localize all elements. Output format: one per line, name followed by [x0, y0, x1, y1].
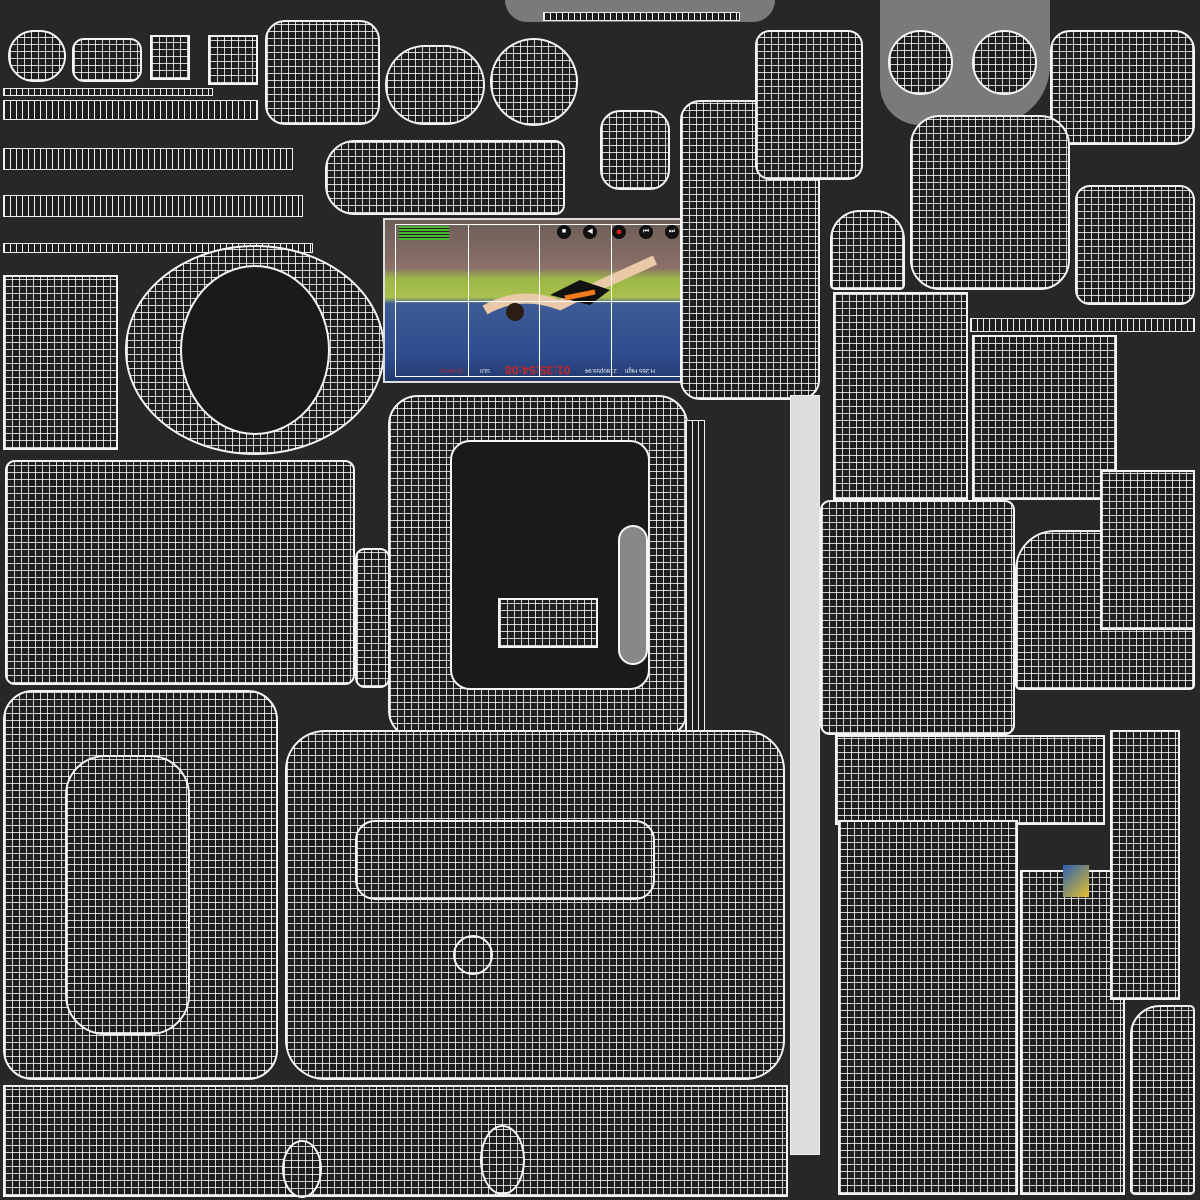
uv-strip: [685, 420, 705, 740]
uv-island: [325, 140, 565, 215]
skip-forward-button[interactable]: ⏭: [665, 225, 679, 239]
uv-island: [498, 598, 598, 648]
uv-strip: [3, 148, 293, 170]
uv-island: [480, 1125, 525, 1195]
uv-island: [833, 292, 968, 500]
uv-island: [910, 115, 1070, 290]
uv-strip: [3, 88, 213, 96]
uv-island: [1020, 870, 1125, 1195]
uv-island: [835, 735, 1105, 825]
uv-island: [1130, 1005, 1195, 1195]
uv-long-strip: [790, 395, 820, 1155]
uv-island: [888, 30, 953, 95]
uv-island: [72, 38, 142, 82]
uv-island: [830, 210, 905, 290]
uv-island: [1075, 185, 1195, 305]
codec-label: H.265 High: [625, 367, 656, 373]
uv-island: [618, 525, 648, 665]
uv-island: [8, 30, 66, 82]
uv-island: [1110, 730, 1180, 1000]
uv-island: [5, 460, 355, 685]
uv-strip: [3, 100, 258, 120]
uv-island: [355, 820, 655, 900]
uv-island: [820, 500, 1015, 735]
record-button[interactable]: ●: [612, 225, 626, 239]
uv-island: [972, 335, 1117, 500]
timecode: 01:35:54:08: [505, 363, 571, 377]
uv-strip: [3, 195, 303, 217]
uv-island: [355, 548, 390, 688]
athlete-image: [482, 255, 658, 321]
stop-button[interactable]: ■: [557, 225, 571, 239]
uv-island: [3, 275, 118, 450]
uv-strip: [543, 12, 740, 21]
color-swatch: [1063, 865, 1089, 897]
uv-island: [285, 730, 785, 1080]
uv-cutout: [450, 440, 650, 690]
uv-island: [600, 110, 670, 190]
source-label: SDI: [480, 367, 491, 373]
uv-strip: [970, 318, 1195, 332]
uv-island: [282, 1140, 322, 1198]
uv-island: [838, 820, 1018, 1195]
uv-island: [1050, 30, 1195, 145]
uv-island: [208, 35, 258, 85]
uv-island: [385, 45, 485, 125]
camera-monitor-screen: ■ ◀ ● ⏮ ⏭ 01:35:54:08 H.265 High 2160p59…: [383, 218, 695, 383]
uv-island: [3, 1085, 788, 1197]
uv-strip: [3, 243, 313, 253]
dial-inner: [180, 265, 330, 435]
skip-back-button[interactable]: ⏮: [639, 225, 653, 239]
card-label: 31:44:15: [440, 367, 464, 373]
uv-island: [755, 30, 863, 180]
uv-island: [453, 935, 493, 975]
uv-island: [265, 20, 380, 125]
format-label: 2160p59.94: [585, 367, 617, 373]
uv-island: [972, 30, 1037, 95]
uv-island: [150, 35, 190, 80]
rule-of-thirds-grid: [395, 224, 683, 377]
audio-meter: [399, 226, 449, 240]
uv-island: [1100, 470, 1195, 630]
uv-island: [65, 755, 190, 1035]
uv-island: [490, 38, 578, 126]
play-reverse-button[interactable]: ◀: [583, 225, 597, 239]
